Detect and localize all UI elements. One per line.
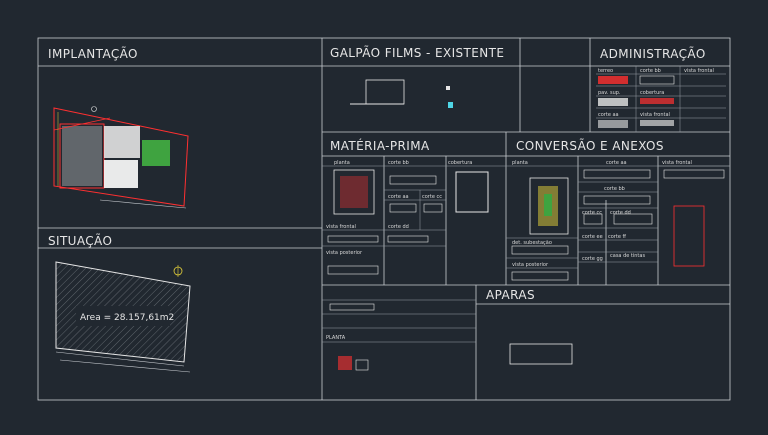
admin-label-pav-sup: pav. sup. [598,90,621,96]
title-situacao: SITUAÇÃO [48,233,112,248]
mp-label-vista-frontal: vista frontal [326,224,356,230]
conv-label-corte-bb: corte bb [604,186,625,192]
conv-label-det-subestacao: det. subestação [512,240,552,246]
conv-label-corte-ff: corte ff [608,234,626,240]
conv-label-group: planta corte aa vista frontal corte bb c… [512,160,692,268]
title-conversao: CONVERSÃO E ANEXOS [516,138,664,153]
materia-prima-drawings [327,169,489,275]
admin-drawings [598,75,675,128]
conv-label-corte-cc: corte cc [582,210,602,216]
admin-label-vista-frontal: vista frontal [684,68,714,74]
conv-label-corte-gg: corte gg [582,256,603,262]
title-materia-prima: MATÉRIA-PRIMA [330,138,430,153]
title-implantacao: IMPLANTAÇÃO [48,46,138,61]
site-plan-drawing [53,106,189,209]
admin-label-terreo: terreo [598,68,613,74]
galpao-drawing [350,79,453,108]
conv-label-vista-frontal: vista frontal [662,160,692,166]
situation-drawing: Area = 28.157,61m2 [55,261,191,373]
mp-label-corte-dd: corte dd [388,224,409,230]
aparas-drawings [329,303,573,371]
sheet-border [37,37,731,401]
situation-area-label: Area = 28.157,61m2 [80,313,174,323]
conv-label-casa-de-tintas: casa de tintas [610,253,645,259]
mp-label-corte-bb: corte bb [388,160,409,166]
conv-label-planta: planta [512,160,528,166]
mp-label-corte-aa: corte aa [388,194,409,200]
mp-label-vista-posterior: vista posterior [326,250,363,256]
conversao-drawings [511,169,725,281]
conv-label-vista-posterior: vista posterior [512,262,549,268]
aparas-label-planta: PLANTA [326,335,346,341]
title-galpao: GALPÃO FILMS - EXISTENTE [330,45,504,60]
admin-label-corte-aa: corte aa [598,112,619,118]
title-aparas: APARAS [486,288,535,302]
admin-label-corte-bb: corte bb [640,68,661,74]
conv-label-corte-aa: corte aa [606,160,627,166]
mp-label-corte-cc: corte cc [422,194,442,200]
mp-label-planta: planta [334,160,350,166]
mp-label-cobertura: cobertura [448,160,472,166]
admin-label-vista-frontal-2: vista frontal [640,112,670,118]
layout-grid [38,38,730,400]
mp-label-group: planta corte bb cobertura corte aa corte… [326,160,472,256]
title-administracao: ADMINISTRAÇÃO [600,46,706,61]
admin-label-group: terreo corte bb vista frontal pav. sup. … [598,68,714,118]
admin-label-cobertura: cobertura [640,90,664,96]
conv-label-corte-dd: corte dd [610,210,631,216]
conv-label-corte-ee: corte ee [582,234,603,240]
